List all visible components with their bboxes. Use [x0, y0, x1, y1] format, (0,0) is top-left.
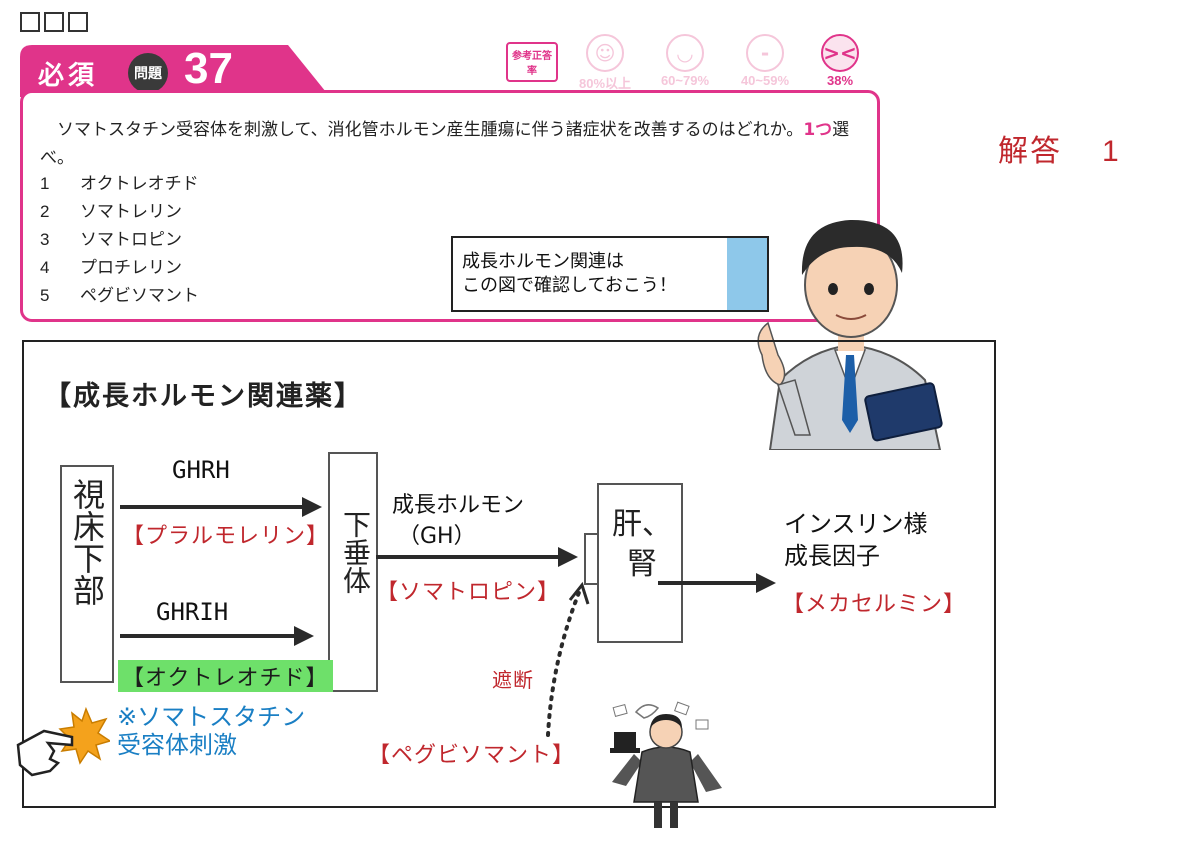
- speech-bubble: [451, 236, 769, 312]
- answer-label: 解答: [998, 134, 1062, 169]
- diagram-frame: [22, 340, 996, 808]
- hypothalamus-label: 視床下部: [68, 478, 106, 606]
- liver-label: 肝、: [612, 507, 672, 542]
- pituitary-label: 下垂体: [339, 510, 372, 594]
- igf-label-2: 成長因子: [784, 542, 880, 570]
- header-tab-shape: [20, 45, 330, 97]
- ghrih-label: GHRIH: [156, 598, 229, 626]
- note-text: ※ソマトスタチン 受容体刺激: [117, 703, 305, 759]
- block-drug: 【ペグビソマント】: [368, 743, 576, 768]
- required-label: 必須: [38, 61, 99, 91]
- rate-60: ◡ 60~79%: [650, 34, 720, 88]
- receptor-notch: [584, 533, 599, 585]
- option-number: 2: [40, 202, 50, 221]
- answer-value: 1: [1102, 135, 1121, 168]
- question-highlight: 1つ: [803, 120, 833, 140]
- option-number: 4: [40, 258, 50, 277]
- igf-drug: 【メカセルミン】: [782, 592, 967, 617]
- bubble-line-2: この図で確認しておこう！: [462, 275, 677, 296]
- checkbox-group: [20, 12, 88, 32]
- hypothalamus-box: [60, 465, 114, 683]
- gh-drug: 【ソマトロピン】: [376, 580, 561, 605]
- rate-label: 40~59%: [740, 73, 790, 88]
- ghrh-drug: 【プラルモレリン】: [122, 524, 330, 549]
- block-arrow: [546, 588, 582, 737]
- answer: 解答 1: [998, 126, 1121, 170]
- diagram-title: 【成長ホルモン関連薬】: [44, 381, 363, 412]
- igf-label: インスリン様: [784, 510, 928, 538]
- question-number: 37: [184, 44, 233, 93]
- liver-kidney-label: 肝、 腎: [612, 505, 672, 585]
- rate-current: >< 38%: [805, 34, 875, 88]
- option-text: オクトレオチド: [80, 174, 199, 194]
- option-text: ソマトレリン: [80, 202, 182, 222]
- neutral-face-icon: -: [746, 34, 784, 72]
- option-number: 3: [40, 230, 50, 249]
- option-number: 5: [40, 286, 50, 305]
- option-text: ソマトロピン: [80, 230, 182, 250]
- question-body: ソマトスタチン受容体を刺激して、消化管ホルモン産生腫瘍に伴う諸症状を改善するのは…: [57, 120, 804, 140]
- option-4[interactable]: 4 プロチレリン: [40, 254, 199, 282]
- gh-label: 成長ホルモン: [392, 493, 525, 518]
- ghrh-label: GHRH: [172, 456, 230, 484]
- magician-illustration-icon: [610, 701, 722, 828]
- option-5[interactable]: 5 ペグビソマント: [40, 282, 199, 310]
- check-box-3[interactable]: [68, 12, 88, 32]
- rate-label: 60~79%: [660, 73, 710, 88]
- rate-label: 80%以上: [578, 76, 632, 91]
- teacher-illustration-icon: [757, 219, 943, 450]
- question-text: ソマトスタチン受容体を刺激して、消化管ホルモン産生腫瘍に伴う諸症状を改善するのは…: [40, 116, 870, 172]
- distress-face-icon: ><: [821, 34, 859, 72]
- note-line-1: ※ソマトスタチン: [117, 703, 306, 731]
- bubble-stripe: [727, 238, 767, 310]
- bubble-text: 成長ホルモン関連は この図で確認しておこう！: [462, 250, 677, 298]
- pituitary-box: [328, 452, 378, 692]
- rate-label: 38%: [826, 73, 854, 88]
- option-text: プロチレリン: [80, 258, 182, 278]
- option-list: 1 オクトレオチド 2 ソマトレリン 3 ソマトロピン 4 プロチレリン 5 ペグビソマン…: [40, 170, 199, 310]
- question-badge: 問題: [128, 53, 168, 93]
- option-1[interactable]: 1 オクトレオチド: [40, 170, 199, 198]
- smile-face-icon: ☺: [586, 34, 624, 72]
- pointing-hand-icon: [16, 706, 110, 777]
- check-box-2[interactable]: [44, 12, 64, 32]
- question-instruction: 選べ。: [40, 120, 850, 168]
- kidney-label: 腎: [627, 547, 657, 582]
- rate-80: ☺ 80%以上: [570, 34, 640, 92]
- check-box-1[interactable]: [20, 12, 40, 32]
- rate-tag: 参考正答率: [506, 42, 558, 82]
- option-number: 1: [40, 174, 50, 193]
- ghrih-drug: 【オクトレオチド】: [118, 660, 333, 692]
- note-line-2: 受容体刺激: [117, 731, 237, 759]
- option-3[interactable]: 3 ソマトロピン: [40, 226, 199, 254]
- bubble-line-1: 成長ホルモン関連は: [462, 251, 624, 272]
- gh-abbrev: （GH）: [398, 524, 476, 549]
- option-2[interactable]: 2 ソマトレリン: [40, 198, 199, 226]
- content-face-icon: ◡: [666, 34, 704, 72]
- block-label: 遮断: [492, 668, 534, 692]
- rate-40: - 40~59%: [730, 34, 800, 88]
- option-text: ペグビソマント: [80, 286, 199, 306]
